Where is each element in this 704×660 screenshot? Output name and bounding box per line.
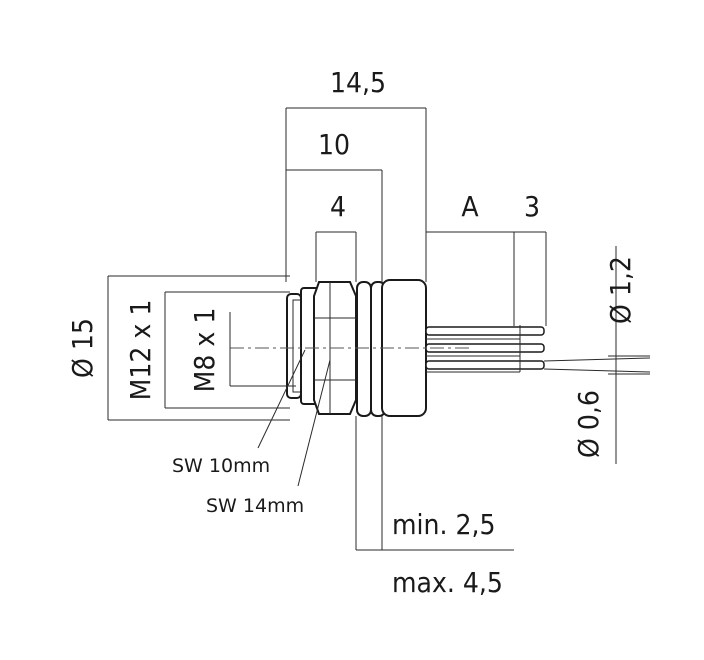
dim-body-length: 10 bbox=[318, 128, 350, 161]
dim-pin-diameter-large: Ø 1,2 bbox=[604, 256, 637, 324]
leader-lines bbox=[257, 349, 331, 487]
dimension-lines-left bbox=[107, 275, 296, 421]
dim-panel-max: max. 4,5 bbox=[392, 566, 503, 599]
pin-1 bbox=[425, 326, 545, 336]
dim-pin-diameter-small: Ø 0,6 bbox=[572, 390, 605, 458]
dim-total-length: 14,5 bbox=[330, 66, 386, 99]
gasket-ring bbox=[356, 281, 372, 417]
dimension-lines-top bbox=[285, 107, 547, 326]
dim-hex-width: 4 bbox=[330, 190, 346, 223]
dim-diameter-body: Ø 15 bbox=[66, 318, 99, 378]
dim-thread-small: M8 x 1 bbox=[188, 308, 221, 393]
dimension-lines-bottom bbox=[355, 416, 514, 551]
label-wrench-small: SW 10mm bbox=[172, 455, 270, 477]
contact-pins bbox=[425, 325, 651, 373]
dimension-lines-right bbox=[608, 246, 650, 464]
dim-panel-min: min. 2,5 bbox=[392, 508, 496, 541]
pin-3 bbox=[425, 360, 545, 370]
label-wrench-large: SW 14mm bbox=[206, 495, 304, 517]
dim-thread-large: M12 x 1 bbox=[124, 300, 157, 401]
dim-a-length: A bbox=[461, 190, 479, 223]
dim-pin-length: 3 bbox=[524, 190, 540, 223]
